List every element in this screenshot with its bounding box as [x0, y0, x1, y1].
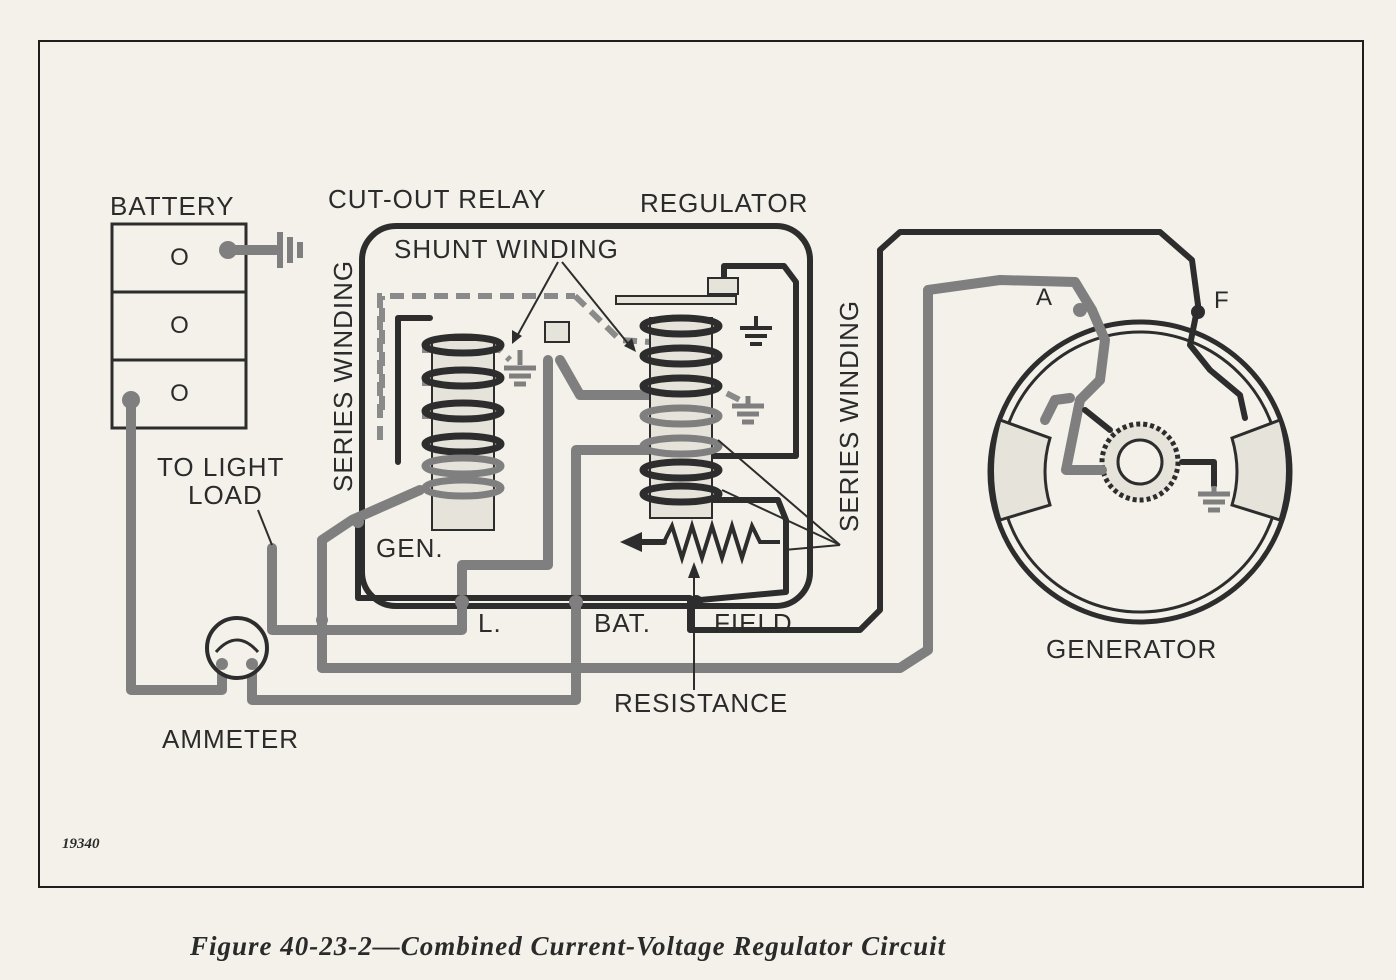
series-winding-left-label: SERIES WINDING: [328, 260, 358, 492]
l-terminal-node: [455, 595, 469, 609]
field-terminal-node: [689, 595, 703, 609]
regulator-housing: [359, 223, 813, 609]
regulator-ground-icon-2: [732, 396, 764, 425]
battery-ground-icon: [231, 232, 303, 268]
figure-number: 19340: [62, 836, 100, 852]
bat-label: BAT.: [594, 608, 651, 638]
light-load-node: [316, 614, 328, 626]
series-winding-right-label: SERIES WINDING: [834, 300, 864, 532]
terminal-f-label: F: [1214, 287, 1230, 314]
cutout-relay-coil: [395, 315, 570, 531]
ammeter-label: AMMETER: [162, 724, 299, 754]
generator-ground-icon: [1198, 486, 1230, 513]
generator-pole-left: [991, 418, 1052, 522]
battery: O O O: [110, 222, 248, 430]
terminal-a-label: A: [1036, 284, 1053, 311]
battery-circuit-wires: [126, 275, 1097, 705]
regulator-ground-icon-1: [740, 316, 772, 346]
generator-pole-right: [1230, 418, 1289, 522]
regulator-label: REGULATOR: [640, 188, 808, 218]
battery-cell-1: O: [170, 244, 190, 271]
cutout-contact: [544, 321, 570, 343]
battery-cell-3: O: [170, 380, 190, 407]
diagram-frame: [38, 40, 1364, 888]
cutout-relay-label: CUT-OUT RELAY: [328, 184, 547, 214]
regulator-coil: [615, 277, 739, 519]
shunt-winding-label: SHUNT WINDING: [394, 234, 619, 264]
generator-terminal-a: [1073, 303, 1087, 317]
resistance-label: RESISTANCE: [614, 688, 788, 718]
to-light-load-label-line2: LOAD: [188, 480, 263, 510]
generator-terminal-f: [1191, 305, 1205, 319]
generator: [987, 302, 1293, 625]
figure-caption: Figure 40-23-2—Combined Current-Voltage …: [189, 931, 947, 961]
bat-terminal-node: [569, 595, 583, 609]
regulator-contact: [707, 277, 739, 295]
gen-label: GEN.: [376, 533, 444, 563]
to-light-load-label-line1: TO LIGHT: [157, 452, 284, 482]
resistance-ground-arrow: [620, 532, 642, 552]
battery-positive-terminal: [219, 241, 237, 259]
leader-lines: [257, 261, 841, 690]
field-label: FIELD: [714, 608, 793, 638]
generator-label: GENERATOR: [1046, 634, 1217, 664]
gen-terminal-node: [352, 516, 364, 528]
ammeter: [205, 616, 269, 680]
battery-cell-2: O: [170, 312, 190, 339]
cutout-ground-icon: [504, 350, 536, 387]
l-label: L.: [478, 608, 502, 638]
battery-label: BATTERY: [110, 191, 235, 221]
resistance-element: [620, 519, 780, 565]
